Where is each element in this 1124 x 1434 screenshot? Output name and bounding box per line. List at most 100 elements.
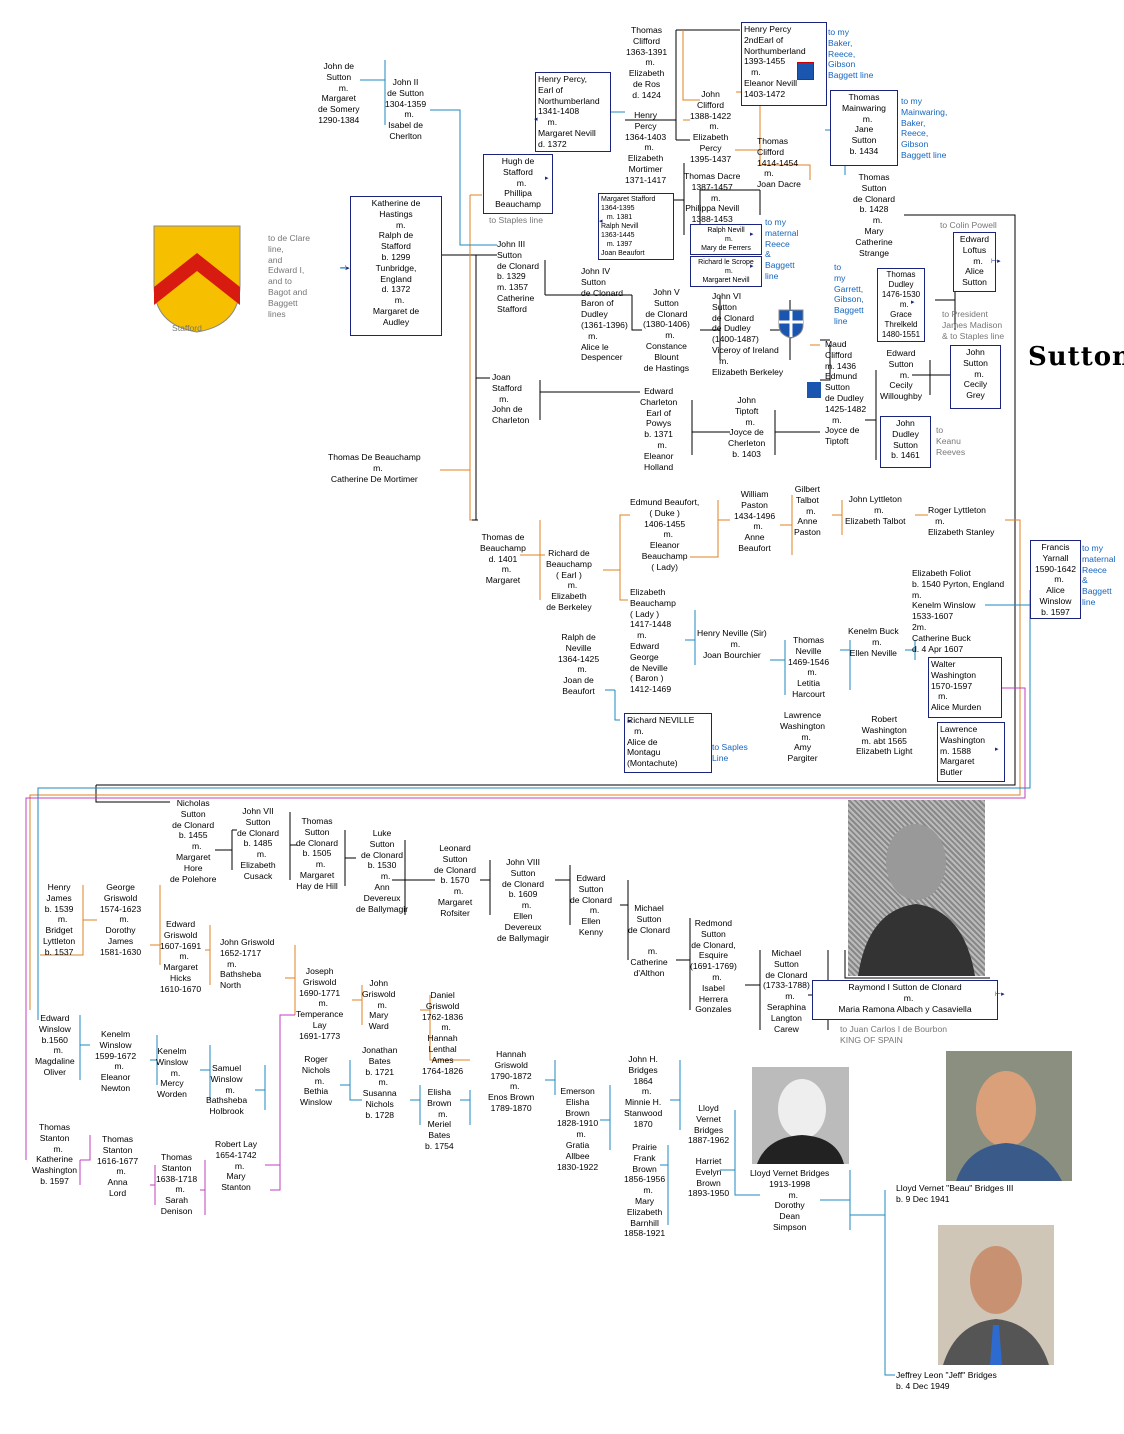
person-michael-sutton-1: Michael Sutton de Clonard m. Catherine d… (628, 903, 671, 978)
person-kenelm-winslow-2: Kenelm Winslow m. Mercy Worden (156, 1046, 188, 1100)
person-henry-neville: Henry Neville (Sir) m. Joan Bourchier (697, 628, 767, 660)
person-thomas-de-beauchamp-1: Thomas De Beauchamp m. Catherine De Mort… (328, 452, 421, 484)
link-to-president-madison[interactable]: to President James Madison & to Staples … (942, 309, 1005, 341)
arrow-icon[interactable]: ◂ (599, 218, 603, 225)
person-john-tiptoft: John Tiptoft m. Joyce de Cherleton b. 14… (728, 395, 766, 459)
person-lloyd-bridges-1913: Lloyd Vernet Bridges 1913-1998 m. Doroth… (750, 1168, 830, 1232)
person-hugh-de-stafford: Hugh de Stafford m. Phillipa Beauchamp (483, 154, 553, 214)
link-to-colin-powell[interactable]: to Colin Powell (940, 220, 997, 230)
person-john-h-bridges: John H. Bridges 1864 m. Minnie H. Stanwo… (624, 1054, 663, 1129)
person-robert-washington: Robert Washington m. abt 1565 Elizabeth … (856, 714, 913, 757)
stafford-crest-icon (148, 214, 241, 333)
arrow-icon[interactable]: ⊢▸ (995, 991, 1005, 998)
arrow-icon[interactable]: ◂ (534, 116, 538, 123)
person-roger-lyttleton: Roger Lyttleton m. Elizabeth Stanley (928, 505, 995, 537)
person-henry-percy-1: Henry Percy, Earl of Northumberland 1341… (535, 72, 611, 152)
person-richard-de-beauchamp: Richard de Beauchamp ( Earl ) m. Elizabe… (546, 548, 592, 612)
person-nicholas-sutton: Nicholas Sutton de Clonard b. 1455 m. Ma… (170, 798, 217, 884)
person-richard-neville: Richard NEVILLE m. Alice de Montagu (Mon… (624, 713, 712, 773)
person-francis-yarnall: Francis Yarnall 1590-1642 m. Alice Winsl… (1030, 540, 1081, 619)
person-lloyd-bridges-1887: Lloyd Vernet Bridges 1887-1962 (688, 1103, 730, 1146)
coat-of-arms-icon (773, 298, 804, 339)
person-john-ii: John II de Sutton 1304-1359 m. Isabel de… (385, 77, 427, 141)
arrow-icon[interactable]: ◂ (627, 718, 631, 725)
person-margaret-stafford: Margaret Stafford 1364-1395 m. 1381 Ralp… (598, 193, 674, 260)
person-thomas-stanton-1: Thomas Stanton m. Katherine Washington b… (32, 1122, 78, 1186)
person-john-clifford: John Clifford 1388-1422 m. Elizabeth Per… (690, 89, 732, 164)
arrow-icon[interactable]: ▸ (750, 231, 754, 238)
person-raymond-sutton: Raymond I Sutton de Clonard m. Maria Ram… (812, 980, 998, 1020)
person-maud-clifford: Maud Clifford m. 1436 Edmund Sutton de D… (825, 339, 867, 447)
person-ralph-nevill: Ralph Nevill m. Mary de Ferrers (690, 224, 762, 255)
person-thomas-stanton-3: Thomas Stanton 1638-1718 m. Sarah Deniso… (156, 1152, 198, 1216)
page-title: Sutton (1028, 342, 1124, 372)
person-thomas-neville: Thomas Neville 1469-1546 m. Letitia Harc… (788, 635, 830, 699)
person-edward-winslow: Edward Winslow b.1560 m. Magdaline Olive… (35, 1013, 75, 1077)
person-michael-sutton-2: Michael Sutton de Clonard (1733-1788) m.… (763, 948, 810, 1034)
link-to-maternal-reece-line-2[interactable]: to my maternal Reece & Baggett line (1082, 543, 1116, 607)
person-thomas-dudley: Thomas Dudley 1476-1530 m. Grace Threlke… (877, 268, 925, 342)
person-henry-james: Henry James b. 1539 m. Bridget Lyttleton… (43, 882, 76, 957)
person-edward-griswold: Edward Griswold 1607-1691 m. Margaret Hi… (160, 919, 202, 994)
arrow-icon[interactable]: ▸ (911, 299, 915, 306)
link-to-baker-line[interactable]: to my Baker, Reece, Gibson Baggett line (828, 27, 874, 81)
person-jonathan-bates: Jonathan Bates b. 1721 m. Susanna Nichol… (362, 1045, 398, 1120)
person-john-v: John V Sutton de Clonard (1380-1406) m. … (643, 287, 690, 373)
person-joan-stafford: Joan Stafford m. John de Charleton (492, 372, 530, 426)
link-to-staples-line[interactable]: to Staples line (489, 215, 543, 225)
person-gilbert-talbot: Gilbert Talbot m. Anne Paston (794, 484, 821, 538)
heraldic-shield-icon (797, 62, 814, 80)
person-harriet-brown: Harriet Evelyn Brown 1893-1950 (688, 1156, 730, 1199)
arrow-icon[interactable]: ⊣▸ (340, 265, 350, 272)
crest-label: Stafford (172, 323, 202, 333)
person-thomas-clifford-1: Thomas Clifford 1363-1391 m. Elizabeth d… (626, 25, 668, 100)
arrow-icon[interactable]: ▸ (750, 263, 754, 270)
person-john-sutton-grey: John Sutton m. Cecily Grey (950, 345, 1001, 409)
person-luke-sutton: Luke Sutton de Clonard b. 1530 m. Ann De… (356, 828, 409, 914)
person-john-iv: John IV Sutton de Clonard Baron of Dudle… (581, 266, 628, 363)
person-john-lyttleton: John Lyttleton m. Elizabeth Talbot (845, 494, 906, 526)
person-emerson-brown: Emerson Elisha Brown 1828-1910 m. Gratia… (557, 1086, 599, 1172)
person-kenelm-winslow-1: Kenelm Winslow 1599-1672 m. Eleanor Newt… (95, 1029, 137, 1093)
person-thomas-stanton-2: Thomas Stanton 1616-1677 m. Anna Lord (97, 1134, 139, 1198)
arrow-icon[interactable]: ⊢▸ (991, 258, 1001, 265)
link-to-garrett-line[interactable]: to my Garrett, Gibson, Baggett line (834, 262, 864, 326)
person-roger-nichols: Roger Nichols m. Bethia Winslow (300, 1054, 332, 1108)
person-edward-sutton-cecily: Edward Sutton m. Cecily Willoughby (880, 348, 923, 402)
person-william-paston: William Paston 1434-1496 m. Anne Beaufor… (734, 489, 776, 553)
portrait-jeff-bridges (938, 1225, 1054, 1365)
portrait-lloyd-bridges (752, 1067, 849, 1164)
person-john-griswold-2: John Griswold m. Mary Ward (362, 978, 396, 1032)
person-edmund-beaufort: Edmund Beaufort, ( Duke ) 1406-1455 m. E… (630, 497, 700, 572)
person-john-de-sutton: John de Sutton m. Margaret de Somery 129… (318, 61, 360, 125)
portrait-beau-bridges (946, 1051, 1072, 1181)
person-hannah-griswold: Hannah Griswold 1790-1872 m. Enos Brown … (488, 1049, 535, 1113)
person-robert-lay: Robert Lay 1654-1742 m. Mary Stanton (215, 1139, 258, 1193)
person-john-dudley-sutton: John Dudley Sutton b. 1461 (880, 416, 931, 468)
person-walter-washington: Walter Washington 1570-1597 m. Alice Mur… (928, 657, 1002, 718)
arrow-icon[interactable]: ▸ (995, 746, 999, 753)
person-daniel-griswold: Daniel Griswold 1762-1836 m. Hannah Lent… (422, 990, 464, 1076)
person-lawrence-washington-1: Lawrence Washington m. Amy Pargiter (780, 710, 826, 764)
arrow-icon[interactable]: ▸ (545, 175, 549, 182)
link-to-juan-carlos[interactable]: to Juan Carlos I de Bourbon KING OF SPAI… (840, 1024, 948, 1045)
person-prairie-brown: Prairie Frank Brown 1856-1956 m. Mary El… (624, 1142, 666, 1239)
person-elizabeth-beauchamp: Elizabeth Beauchamp ( Lady ) 1417-1448 m… (630, 587, 676, 695)
person-katherine-de-hastings: Katherine de Hastings m. Ralph de Staffo… (350, 196, 442, 336)
link-to-mainwaring-line[interactable]: to my Mainwaring, Baker, Reece, Gibson B… (901, 96, 948, 160)
person-john-iii: John III Sutton de Clonard b. 1329 m. 13… (497, 239, 540, 314)
link-to-saples-line[interactable]: to Saples Line (712, 742, 748, 763)
person-edward-charleton: Edward Charleton Earl of Powys b. 1371 m… (640, 386, 678, 472)
person-redmond-sutton: Redmond Sutton de Clonard, Esquire (1691… (690, 918, 737, 1015)
person-leonard-sutton: Leonard Sutton de Clonard b. 1570 m. Mar… (434, 843, 477, 918)
person-thomas-sutton-1505: Thomas Sutton de Clonard b. 1505 m. Marg… (296, 816, 339, 891)
link-to-de-clare-line[interactable]: to de Clare line, and Edward I, and to B… (268, 233, 311, 319)
person-john-griswold-1: John Griswold 1652-1717 m. Bathsheba Nor… (220, 937, 275, 991)
link-to-maternal-reece-line[interactable]: to my maternal Reece & Baggett line (765, 217, 799, 281)
person-george-griswold: George Griswold 1574-1623 m. Dorothy Jam… (100, 882, 142, 957)
person-henry-percy-2: Henry Percy 2ndEarl of Northumberland 13… (741, 22, 827, 106)
link-to-keanu-reeves[interactable]: to Keanu Reeves (936, 425, 966, 457)
person-joseph-griswold: Joseph Griswold 1690-1771 m. Temperance … (296, 966, 344, 1041)
person-samuel-winslow: Samuel Winslow m. Bathsheba Holbrook (206, 1063, 248, 1117)
